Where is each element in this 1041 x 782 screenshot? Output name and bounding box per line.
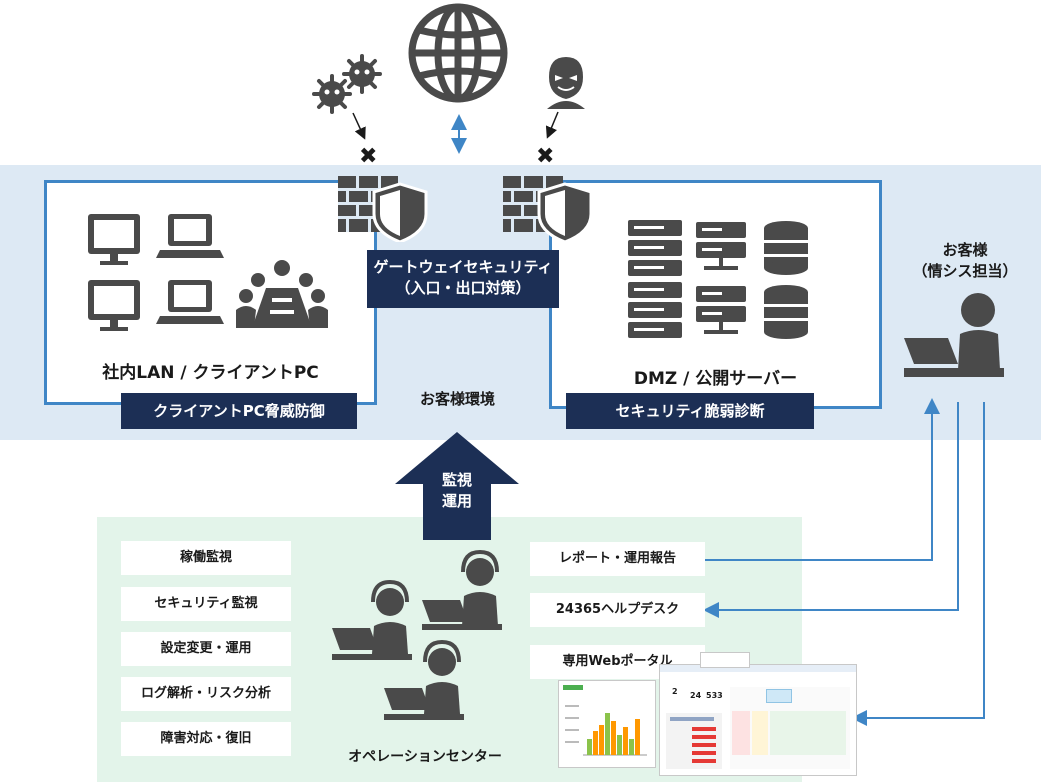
portal-list-alert-4: [692, 751, 716, 755]
portal-line: [851, 402, 985, 726]
portal-bar-chart-thumbnail: [565, 705, 647, 756]
portal-stat-2: 24: [690, 691, 702, 700]
blocked-x-icon-right: ✖: [536, 144, 555, 169]
helpdesk-line: [703, 402, 959, 618]
portal-list-alert-3: [692, 743, 716, 747]
service-uptime-monitoring: 稼働監視: [121, 541, 291, 575]
portal-stat-1: 2: [672, 687, 678, 696]
portal-list-alert-2: [692, 735, 716, 739]
right-firewall-shield-icon: [503, 176, 593, 242]
hacker-icon: [547, 57, 585, 109]
portal-list-alert-5: [692, 759, 716, 763]
portal-list-panel: [666, 713, 722, 769]
security-vulnerability-diagnosis-label: セキュリティ脆弱診断: [566, 393, 814, 429]
gateway-label-line1: ゲートウェイセキュリティ: [373, 258, 553, 276]
dmz-servers-icons: [628, 220, 808, 339]
service-log-analysis: ログ解析・リスク分析: [121, 677, 291, 711]
virus-icon: [312, 54, 382, 114]
service-security-monitoring: セキュリティ監視: [121, 587, 291, 621]
operations-center-label: オペレーションセンター: [348, 749, 502, 765]
dmz-zone-title: DMZ / 公開サーバー: [633, 369, 798, 389]
report-line: [705, 398, 940, 561]
monitoring-arrow-line1: 監視: [441, 471, 472, 489]
virus-attack-arrow: [352, 112, 366, 140]
client-devices-icons: [88, 214, 328, 331]
customer-label-line1: お客様: [942, 241, 988, 259]
client-zone-title: 社内LAN / クライアントPC: [102, 363, 319, 383]
monitoring-arrow-line2: 運用: [441, 492, 472, 510]
globe-internet-icon: [408, 3, 508, 103]
service-configuration-change: 設定変更・運用: [121, 632, 291, 666]
customer-label-line2: （情シス担当）: [912, 262, 1018, 280]
hacker-attack-arrow: [545, 111, 559, 139]
gateway-label-line2: （入口・出口対策）: [395, 279, 531, 297]
portal-network-node-top: [766, 689, 792, 703]
portal-dashboard-topbar: [660, 665, 856, 672]
left-firewall-shield-icon: [338, 176, 428, 242]
blocked-x-icon-left: ✖: [359, 144, 378, 169]
customer-environment-label: お客様環境: [419, 390, 495, 408]
portal-zone-green: [770, 711, 846, 755]
monitoring-operations-arrow: [395, 432, 519, 540]
gateway-security-label: ゲートウェイセキュリティ （入口・出口対策）: [367, 250, 559, 308]
portal-zone-yellow: [752, 711, 768, 755]
portal-list-header: [670, 717, 714, 721]
portal-chart-header-tag: [563, 685, 583, 690]
customer-person-at-laptop-icon: [904, 293, 1004, 377]
operators-headset-icons: [332, 550, 502, 720]
portal-list-alert-1: [692, 727, 716, 731]
monitoring-arrow-label: 監視 運用: [423, 470, 491, 512]
helpdesk-24365-box: 24365ヘルプデスク: [530, 593, 705, 627]
service-incident-recovery: 障害対応・復旧: [121, 722, 291, 756]
customer-label: お客様 （情シス担当）: [895, 240, 1035, 282]
portal-zone-red: [732, 711, 750, 755]
portal-stat-3: 533: [706, 691, 723, 700]
portal-network-panel: [730, 687, 850, 769]
client-pc-threat-defense-label: クライアントPC脅威防御: [121, 393, 357, 429]
portal-back-window: [700, 652, 750, 668]
report-operations-box: レポート・運用報告: [530, 542, 705, 576]
portal-dashboard-screenshot: 2 24 533: [659, 664, 857, 776]
portal-chart-screenshot: [558, 680, 656, 768]
